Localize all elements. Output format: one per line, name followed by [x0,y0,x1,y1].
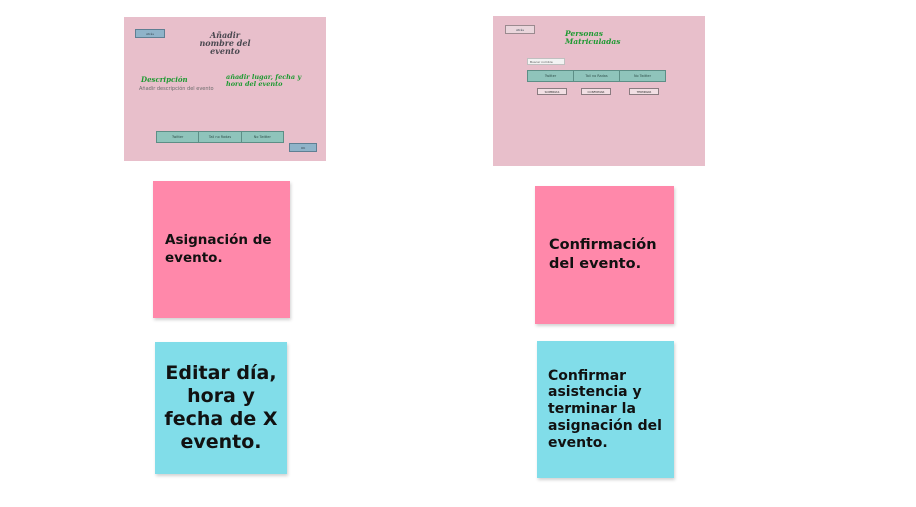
tab-tail-no-radas[interactable]: Tail no Radas [199,132,242,142]
tab-twitter[interactable]: Twitter [157,132,200,142]
note-editar-text: Editar día, hora y fecha de X evento. [164,362,278,453]
back-button[interactable]: Atrás [135,29,165,38]
back-button[interactable]: Atrás [505,25,535,34]
event-title: Añadir nombre del evento [199,30,251,56]
tab-no-twitter[interactable]: No Twitter [633,74,652,78]
action-button-2[interactable]: CONFIRMAR [581,88,611,95]
note-asignacion: Asignación de evento. [153,181,290,318]
note-confirmar-asistencia: Confirmar asistencia y terminar la asign… [537,341,674,478]
right-wireframe: Atrás Personas Matriculadas Buscar nombr… [493,16,705,166]
left-tabbar: Twitter Tail no Radas No Twitter [156,131,284,143]
note-asignacion-text: Asignación de evento. [165,231,272,266]
place-label[interactable]: añadir lugar, fecha y hora del evento [226,73,302,89]
left-wireframe: Atrás Añadir nombre del evento Descripci… [124,17,326,161]
tab-no-twitter[interactable]: No Twitter [253,135,271,139]
note-confirmacion: Confirmación del evento. [535,186,674,324]
search-input[interactable]: Buscar nombre [527,58,565,65]
action-button-1[interactable]: SOMBRIAS [537,88,567,95]
note-confirmar-asistencia-text: Confirmar asistencia y terminar la asign… [548,367,662,451]
tab-tail-no-radas[interactable]: Tail no Radas [574,71,620,81]
note-confirmacion-text: Confirmación del evento. [549,237,657,272]
description-label: Descripción [141,75,188,84]
right-tabbar: Twitter Tail no Radas No Twitter [527,70,666,82]
ok-button[interactable]: OK [289,143,317,152]
description-placeholder[interactable]: Añadir descripción del evento [139,86,214,92]
action-button-3[interactable]: TERMINAR [629,88,659,95]
tab-twitter[interactable]: Twitter [528,71,574,81]
note-editar: Editar día, hora y fecha de X evento. [155,342,287,474]
enrolled-title: Personas Matriculadas [565,29,621,46]
